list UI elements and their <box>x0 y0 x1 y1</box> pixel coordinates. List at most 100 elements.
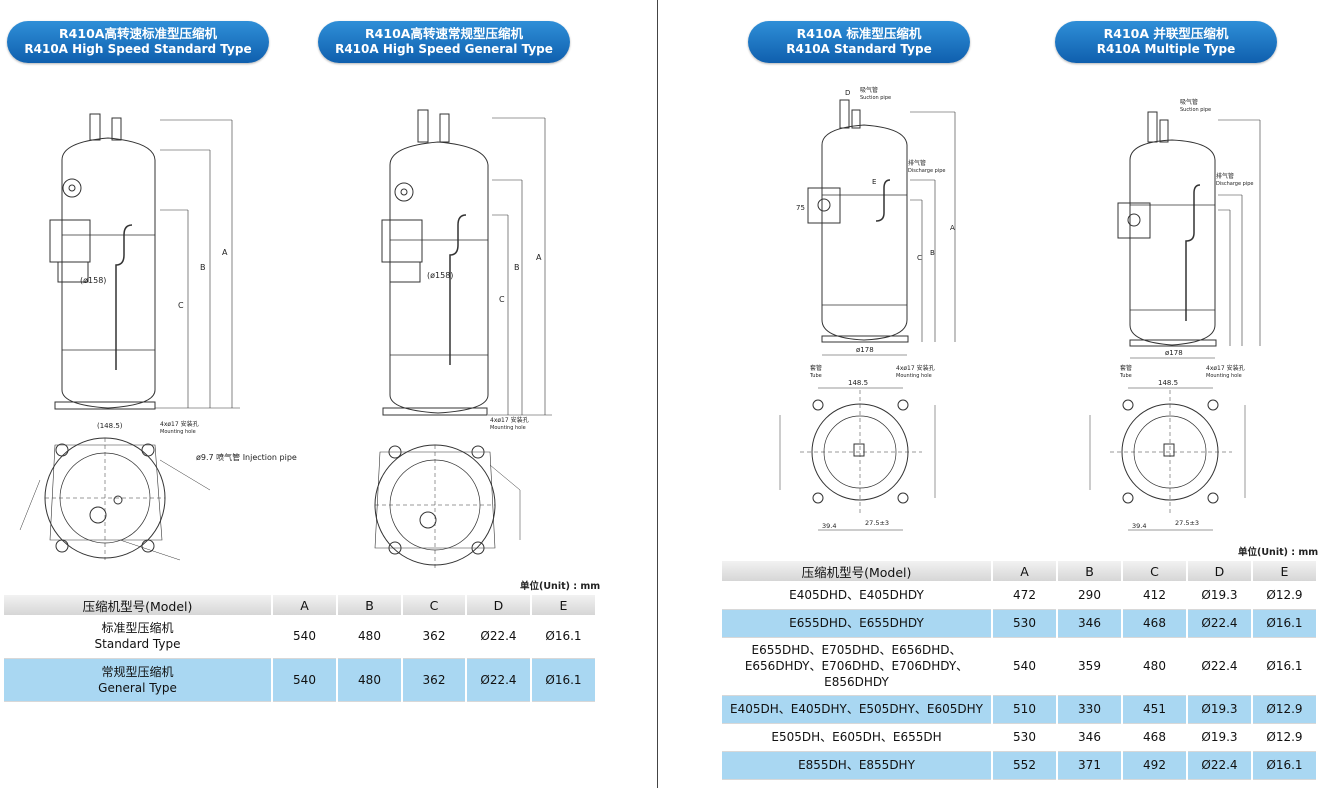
title-zh: R410A 并联型压缩机 <box>1103 26 1229 41</box>
title-pill-high-speed-standard: R410A高转速标准型压缩机 R410A High Speed Standard… <box>7 21 269 63</box>
discharge-label-en: Discharge pipe <box>908 168 945 174</box>
col-b: B <box>1057 561 1123 581</box>
model-line: E656DHDY、E706DHD、E706DHDY、 <box>744 659 969 673</box>
cell-a: 552 <box>992 751 1058 780</box>
title-en: R410A High Speed Standard Type <box>24 42 252 56</box>
cell-b: 371 <box>1057 751 1123 780</box>
dim-dia178-2: ø178 <box>1165 349 1183 357</box>
col-c: C <box>1122 561 1188 581</box>
col-e: E <box>531 595 597 615</box>
col-a: A <box>272 595 338 615</box>
cell-e: Ø12.9 <box>1252 723 1318 752</box>
cell-d: Ø19.3 <box>1187 723 1253 752</box>
dim-c-2: C <box>499 295 505 304</box>
suction-label-en: Suction pipe <box>860 95 891 101</box>
mount-hole-en: Mounting hole <box>160 429 196 435</box>
model-en: General Type <box>98 680 177 695</box>
cell-c: 412 <box>1122 581 1188 610</box>
unit-label-right: 单位(Unit) : mm <box>1238 547 1319 558</box>
cell-model: E505DH、E605DH、E655DH <box>722 723 993 752</box>
cell-c: 468 <box>1122 723 1188 752</box>
mount-hole-zh: 4xø17 安装孔 <box>160 420 199 428</box>
dim-75: 75 <box>796 204 805 212</box>
title-pill-multiple: R410A 并联型压缩机 R410A Multiple Type <box>1055 21 1277 63</box>
suction-label-en-2: Suction pipe <box>1180 107 1211 113</box>
cell-d: Ø22.4 <box>466 658 532 702</box>
col-d: D <box>1187 561 1253 581</box>
mount-hole-zh-2: 4xø17 安装孔 <box>490 416 529 424</box>
cell-model: E655DHD、E705DHD、E656DHD、 E656DHDY、E706DH… <box>722 637 993 696</box>
cell-e: Ø16.1 <box>1252 637 1318 696</box>
cell-a: 530 <box>992 723 1058 752</box>
cell-e: Ø12.9 <box>1252 581 1318 610</box>
dim-dia178: ø178 <box>856 346 874 354</box>
table-header-row: 压缩机型号(Model) A B C D E <box>722 561 1318 581</box>
cell-c: 451 <box>1122 695 1188 724</box>
dim-148-2: 148.5 <box>1158 379 1178 387</box>
cell-e: Ø16.1 <box>531 658 597 702</box>
cell-b: 346 <box>1057 723 1123 752</box>
title-zh: R410A高转速常规型压缩机 <box>365 26 523 41</box>
title-pill-high-speed-general: R410A高转速常规型压缩机 R410A High Speed General … <box>318 21 570 63</box>
cell-model: E405DH、E405DHY、E505DHY、E605DHY <box>722 695 993 724</box>
cell-e: Ø16.1 <box>1252 609 1318 638</box>
cell-d: Ø22.4 <box>1187 609 1253 638</box>
cell-d: Ø19.3 <box>1187 581 1253 610</box>
dim-e: E <box>872 178 876 186</box>
dim-39: 39.4 <box>822 522 836 530</box>
table-row: E855DH、E855DHY 552 371 492 Ø22.4 Ø16.1 <box>722 751 1318 780</box>
dim-27-2: 27.5±3 <box>1175 519 1199 527</box>
dim-27: 27.5±3 <box>865 519 889 527</box>
dim-c: C <box>917 254 922 262</box>
col-a: A <box>992 561 1058 581</box>
cell-c: 468 <box>1122 609 1188 638</box>
suction-label-zh: 吸气管 <box>860 86 878 94</box>
tube-label-zh: 套管 <box>810 364 822 372</box>
dim-a: A <box>950 224 955 232</box>
dim-b: B <box>200 263 206 272</box>
injection-pipe-label: ø9.7 喷气管 Injection pipe <box>196 452 297 462</box>
cell-a: 530 <box>992 609 1058 638</box>
cell-a: 472 <box>992 581 1058 610</box>
title-zh: R410A 标准型压缩机 <box>796 26 922 41</box>
title-en: R410A Standard Type <box>786 42 932 56</box>
cell-b: 359 <box>1057 637 1123 696</box>
model-line: E856DHDY <box>824 675 889 689</box>
hole-spacing: (148.5) <box>97 422 123 430</box>
cell-a: 540 <box>992 637 1058 696</box>
discharge-label-zh: 排气管 <box>908 159 926 167</box>
tube-label-en-2: Tube <box>1119 373 1132 379</box>
cell-c: 362 <box>402 615 467 659</box>
table-row: E405DH、E405DHY、E505DHY、E605DHY 510 330 4… <box>722 695 1318 724</box>
cell-d: Ø22.4 <box>1187 637 1253 696</box>
model-zh: 标准型压缩机 <box>101 621 174 636</box>
title-pill-standard: R410A 标准型压缩机 R410A Standard Type <box>748 21 970 63</box>
cell-b: 480 <box>337 615 403 659</box>
table-row: E655DHD、E655DHDY 530 346 468 Ø22.4 Ø16.1 <box>722 609 1318 638</box>
dim-39-2: 39.4 <box>1132 522 1146 530</box>
dim-dia158-2: (ø158) <box>427 271 453 280</box>
col-d: D <box>466 595 532 615</box>
cell-a: 540 <box>272 615 338 659</box>
cell-b: 346 <box>1057 609 1123 638</box>
tube-label-zh-2: 套管 <box>1120 364 1132 372</box>
cell-e: Ø12.9 <box>1252 695 1318 724</box>
model-zh: 常规型压缩机 <box>101 664 174 679</box>
dim-a-2: A <box>536 253 542 262</box>
cell-c: 480 <box>1122 637 1188 696</box>
cell-a: 540 <box>272 658 338 702</box>
cell-b: 290 <box>1057 581 1123 610</box>
table-row: E505DH、E605DH、E655DH 530 346 468 Ø19.3 Ø… <box>722 723 1318 752</box>
dim-dia158: (ø158) <box>80 276 106 285</box>
dim-b: B <box>930 249 935 257</box>
tube-label-en: Tube <box>809 373 822 379</box>
dim-d: D <box>845 89 850 97</box>
cell-model: E405DHD、E405DHDY <box>722 581 993 610</box>
page-divider <box>657 0 658 788</box>
dim-b-2: B <box>514 263 520 272</box>
col-b: B <box>337 595 403 615</box>
